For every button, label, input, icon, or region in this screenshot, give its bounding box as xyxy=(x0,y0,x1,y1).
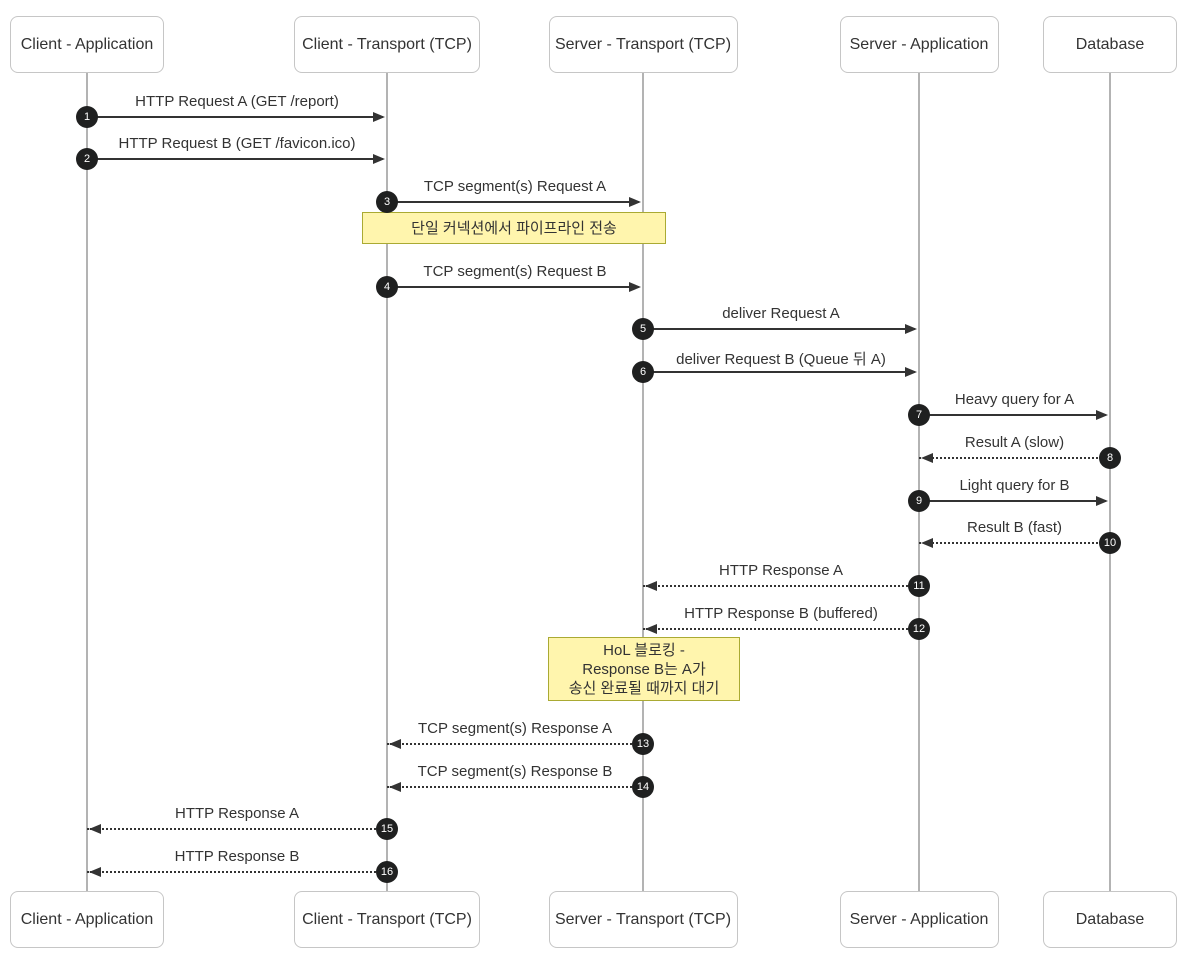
message-number-badge-11: 11 xyxy=(908,575,930,597)
actor-bottom-server-transport: Server - Transport (TCP) xyxy=(548,891,738,948)
message-line-4 xyxy=(387,286,639,288)
message-line-8 xyxy=(919,457,1106,459)
message-label-2: HTTP Request B (GET /favicon.ico) xyxy=(118,135,356,152)
message-number-badge-10: 10 xyxy=(1099,532,1121,554)
message-label-9: Light query for B xyxy=(959,477,1070,494)
note-text-line: 송신 완료될 때까지 대기 xyxy=(568,679,720,697)
message-label-3: TCP segment(s) Request A xyxy=(423,178,607,195)
message-line-13 xyxy=(387,743,639,745)
message-label-10: Result B (fast) xyxy=(966,519,1063,536)
actor-bottom-database: Database xyxy=(1043,891,1177,948)
message-label-4: TCP segment(s) Request B xyxy=(423,263,607,280)
message-number-badge-4: 4 xyxy=(376,276,398,298)
message-number-badge-7: 7 xyxy=(908,404,930,426)
message-label-12: HTTP Response B (buffered) xyxy=(684,605,878,622)
message-number-badge-3: 3 xyxy=(376,191,398,213)
lifeline-client-transport xyxy=(386,73,388,891)
actor-top-server-application: Server - Application xyxy=(839,16,999,73)
message-number-badge-12: 12 xyxy=(908,618,930,640)
message-number-badge-8: 8 xyxy=(1099,447,1121,469)
message-line-12 xyxy=(643,628,915,630)
message-line-14 xyxy=(387,786,639,788)
message-label-14: TCP segment(s) Response B xyxy=(417,763,613,780)
message-label-13: TCP segment(s) Response A xyxy=(418,720,612,737)
message-number-badge-2: 2 xyxy=(76,148,98,170)
actor-bottom-client-transport: Client - Transport (TCP) xyxy=(294,891,480,948)
message-arrowhead-3 xyxy=(629,197,641,207)
message-arrowhead-14 xyxy=(389,782,401,792)
message-line-5 xyxy=(643,328,915,330)
message-number-badge-16: 16 xyxy=(376,861,398,883)
message-arrowhead-15 xyxy=(89,824,101,834)
message-number-badge-6: 6 xyxy=(632,361,654,383)
note-text-line: HoL 블로킹 - xyxy=(603,641,685,659)
message-arrowhead-13 xyxy=(389,739,401,749)
message-number-badge-1: 1 xyxy=(76,106,98,128)
lifeline-server-application xyxy=(918,73,920,891)
message-arrowhead-16 xyxy=(89,867,101,877)
message-line-2 xyxy=(87,158,383,160)
message-arrowhead-1 xyxy=(373,112,385,122)
message-arrowhead-2 xyxy=(373,154,385,164)
message-label-7: Heavy query for A xyxy=(954,391,1075,408)
message-line-10 xyxy=(919,542,1106,544)
message-number-badge-13: 13 xyxy=(632,733,654,755)
message-number-badge-14: 14 xyxy=(632,776,654,798)
message-line-11 xyxy=(643,585,915,587)
lifeline-database xyxy=(1109,73,1111,891)
message-label-8: Result A (slow) xyxy=(964,434,1065,451)
message-label-5: deliver Request A xyxy=(722,305,840,322)
lifeline-client-application xyxy=(86,73,88,891)
message-label-6: deliver Request B (Queue 뒤 A) xyxy=(676,351,886,368)
note-text-line: Response B는 A가 xyxy=(582,660,706,678)
message-line-16 xyxy=(87,871,383,873)
message-arrowhead-4 xyxy=(629,282,641,292)
message-number-badge-5: 5 xyxy=(632,318,654,340)
note-pipelining: 단일 커넥션에서 파이프라인 전송 xyxy=(362,212,666,244)
note-text-line: 단일 커넥션에서 파이프라인 전송 xyxy=(411,219,617,237)
message-line-9 xyxy=(919,500,1106,502)
message-line-7 xyxy=(919,414,1106,416)
message-line-3 xyxy=(387,201,639,203)
message-arrowhead-12 xyxy=(645,624,657,634)
message-line-15 xyxy=(87,828,383,830)
message-number-badge-15: 15 xyxy=(376,818,398,840)
message-arrowhead-7 xyxy=(1096,410,1108,420)
message-arrowhead-8 xyxy=(921,453,933,463)
actor-top-client-transport: Client - Transport (TCP) xyxy=(294,16,480,73)
message-arrowhead-11 xyxy=(645,581,657,591)
actor-top-database: Database xyxy=(1043,16,1177,73)
message-label-11: HTTP Response A xyxy=(719,562,843,579)
message-arrowhead-6 xyxy=(905,367,917,377)
message-label-1: HTTP Request A (GET /report) xyxy=(135,93,339,110)
actor-bottom-client-application: Client - Application xyxy=(10,891,164,948)
message-number-badge-9: 9 xyxy=(908,490,930,512)
actor-bottom-server-application: Server - Application xyxy=(839,891,999,948)
message-line-6 xyxy=(643,371,915,373)
message-label-16: HTTP Response B xyxy=(174,848,300,865)
message-line-1 xyxy=(87,116,383,118)
lifeline-server-transport xyxy=(642,73,644,891)
message-label-15: HTTP Response A xyxy=(175,805,299,822)
message-arrowhead-9 xyxy=(1096,496,1108,506)
message-arrowhead-10 xyxy=(921,538,933,548)
actor-top-server-transport: Server - Transport (TCP) xyxy=(548,16,738,73)
actor-top-client-application: Client - Application xyxy=(10,16,164,73)
message-arrowhead-5 xyxy=(905,324,917,334)
